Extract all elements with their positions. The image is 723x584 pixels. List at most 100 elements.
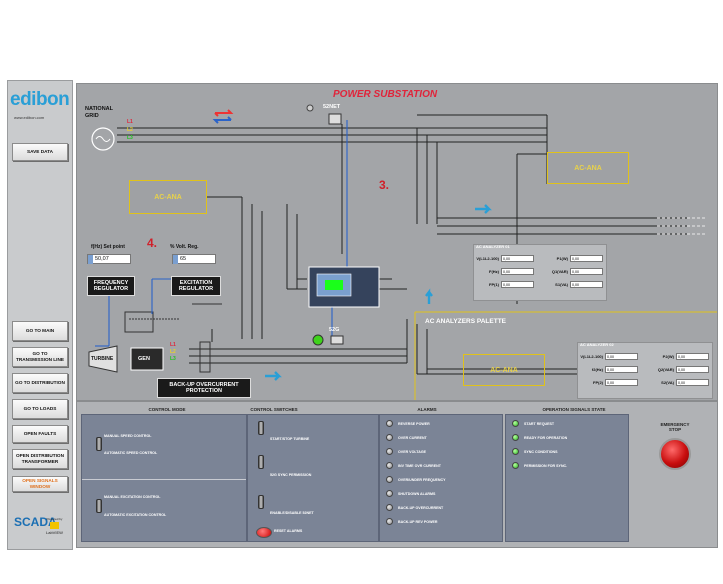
an1-rvalue-0: 0,00 (570, 255, 603, 262)
an1-rvalue-1: 0,00 (570, 268, 603, 275)
control-mode-title: CONTROL MODE (148, 407, 186, 412)
alarm-label-4: OVER/UNDER FREQUENCY (398, 478, 446, 482)
ac-ana-block-1[interactable]: AC-ANA (129, 180, 207, 214)
automatic-excitation-control-label: AUTOMATIC EXCITATION CONTROL (104, 513, 167, 517)
alarm-led-6 (386, 504, 393, 511)
ac-ana-block-3[interactable]: AC-ANA (463, 354, 545, 386)
gen-label: GEN (138, 356, 150, 362)
volt-reg-input[interactable]: 65 (172, 254, 216, 264)
labview-logo: Powered by LabVIEW (46, 517, 63, 535)
labview-icon (49, 522, 59, 529)
freq-spinner-icon[interactable] (88, 255, 93, 264)
ac-analyzers-palette-title: AC ANALYZERS PALETTE (425, 318, 507, 325)
alarm-led-3 (386, 462, 393, 469)
backup-overcurrent-label: BACK-UP OVERCURRENT PROTECTION (157, 378, 251, 398)
alarms-title: ALARMS (417, 407, 437, 412)
alarm-led-2 (386, 448, 393, 455)
manual-excitation-control-label: MANUAL EXCITATION CONTROL (104, 495, 161, 499)
breaker-52g-label: 52G (329, 327, 340, 333)
alarm-label-2: OVER VOLTAGE (398, 450, 427, 454)
signal-label-1: READY FOR OPERATION (524, 436, 568, 440)
alarm-led-1 (386, 434, 393, 441)
automatic-speed-control-label: AUTOMATIC SPEED CONTROL (104, 451, 158, 455)
national-grid-label: NATIONAL GRID (85, 106, 113, 119)
an2-rvalue-2: 0,00 (676, 379, 709, 386)
alarms-panel: REVERSE POWER OVER CURRENT OVER VOLTAGE … (379, 414, 503, 542)
an2-rlabel-1: Q2(VAR) (657, 367, 674, 372)
alarm-label-5: SHUTDOWN ALARMS (398, 492, 436, 496)
an1-label-0: V(L1L2-100) (476, 256, 499, 261)
step-4-label: 4. (147, 236, 158, 250)
control-panel: CONTROL MODE CONTROL SWITCHES ALARMS OPE… (76, 401, 718, 548)
excitation-regulator-label: EXCITATION REGULATOR (171, 276, 221, 296)
an1-value-1: 0,00 (501, 268, 534, 275)
an1-value-2: 0,00 (501, 281, 534, 288)
open-signals-window-button[interactable]: OPEN SIGNALS WINDOW (12, 476, 68, 492)
flow-arrows (212, 109, 492, 381)
open-distribution-transformer-button[interactable]: OPEN DISTRIBUTION TRANSFORMER (12, 449, 68, 469)
breaker-52net-label: 52NET (323, 104, 341, 110)
an2-label-0: V(L1L2-100) (580, 354, 603, 359)
manual-speed-control-label: MANUAL SPEED CONTROL (104, 434, 152, 438)
alarm-label-7: BACK-UP REV POWER (398, 520, 438, 524)
sidebar: edibon www.edibon.com SAVE DATA GO TO MA… (7, 80, 73, 550)
signal-led-3 (512, 462, 519, 469)
signal-label-2: SYNC CONDITIONS (524, 450, 558, 454)
go-to-transmission-line-button[interactable]: GO TO TRANSMISSION LINE (12, 347, 68, 367)
phase-l1-label: L1 (127, 119, 133, 125)
save-data-button[interactable]: SAVE DATA (12, 143, 68, 161)
ac-ana-block-2[interactable]: AC-ANA (547, 152, 629, 184)
alarm-label-0: REVERSE POWER (398, 422, 430, 426)
step-3-label: 3. (379, 178, 390, 192)
an1-rvalue-2: 0,00 (570, 281, 603, 288)
labview-text: LabVIEW (46, 530, 63, 535)
emergency-stop-button[interactable] (659, 438, 691, 470)
an2-rlabel-2: S2(VA) (661, 380, 674, 385)
go-to-main-button[interactable]: GO TO MAIN (12, 321, 68, 341)
sync-permission-label: 52G SYNC PERMISSION (270, 473, 312, 477)
breaker-52net-icon (328, 113, 342, 125)
alarm-label-3: INV TIME OVR CURRENT (398, 464, 441, 468)
emergency-stop-label: EMERGENCY STOP (660, 422, 690, 433)
control-switches-panel: START/STOP TURBINE 52G SYNC PERMISSION E… (247, 414, 379, 542)
an2-value-1: 0,00 (605, 366, 638, 373)
an2-rvalue-0: 0,00 (676, 353, 709, 360)
speed-control-toggle[interactable] (96, 437, 102, 451)
edibon-url: www.edibon.com (14, 115, 45, 120)
go-to-distribution-button[interactable]: GO TO DISTRIBUTION (12, 373, 68, 393)
signal-label-0: START REQUEST (524, 422, 555, 426)
excitation-control-toggle[interactable] (96, 499, 102, 513)
control-mode-panel: MANUAL SPEED CONTROL AUTOMATIC SPEED CON… (81, 414, 247, 542)
signal-led-2 (512, 448, 519, 455)
an1-label-2: FP(1) (489, 282, 499, 287)
volt-spinner-icon[interactable] (173, 255, 178, 264)
sync-permission-switch[interactable] (258, 455, 264, 469)
an1-value-0: 0,00 (501, 255, 534, 262)
page-title: POWER SUBSTATION (333, 89, 438, 100)
volt-reg-label: % Volt. Reg. (170, 244, 199, 250)
alarm-label-1: OVER CURRENT (398, 436, 427, 440)
an1-rlabel-0: P1(W) (556, 256, 568, 261)
enable-52net-switch[interactable] (258, 495, 264, 509)
operation-signals-panel: START REQUEST READY FOR OPERATION SYNC C… (505, 414, 629, 542)
reset-alarms-button[interactable] (256, 527, 272, 538)
operation-signals-title: OPERATION SIGNALS STATE (542, 407, 606, 412)
signal-label-3: PERMISSION FOR SYNC. (524, 464, 568, 468)
start-stop-turbine-switch[interactable] (258, 421, 264, 435)
an2-label-2: FP(2) (593, 380, 603, 385)
open-faults-button[interactable]: OPEN FAULTS (12, 425, 68, 443)
an2-rlabel-0: P2(W) (662, 354, 674, 359)
freq-setpoint-input[interactable]: 50,07 (87, 254, 131, 264)
gen-phase-l2-label: L2 (170, 349, 176, 355)
ac-analyzer-02-panel: AC ANALYZER 02 V(L1L2-100) 0,00 f2(Hz) 0… (577, 342, 713, 399)
breaker-52g-icon (330, 335, 344, 345)
start-stop-turbine-label: START/STOP TURBINE (270, 437, 310, 441)
go-to-loads-button[interactable]: GO TO LOADS (12, 399, 68, 419)
an2-label-1: f2(Hz) (591, 367, 603, 372)
scada-logo: SCADA (14, 515, 57, 529)
gen-phase-l1-label: L1 (170, 342, 176, 348)
alarm-led-0 (386, 420, 393, 427)
an1-rlabel-1: Q1(VAR) (551, 269, 568, 274)
power-substation-diagram: POWER SUBSTATION NATIONAL GRID L1 L2 L3 … (76, 83, 718, 401)
enable-52net-label: ENABLE/DISABLE 52NET (270, 511, 314, 515)
